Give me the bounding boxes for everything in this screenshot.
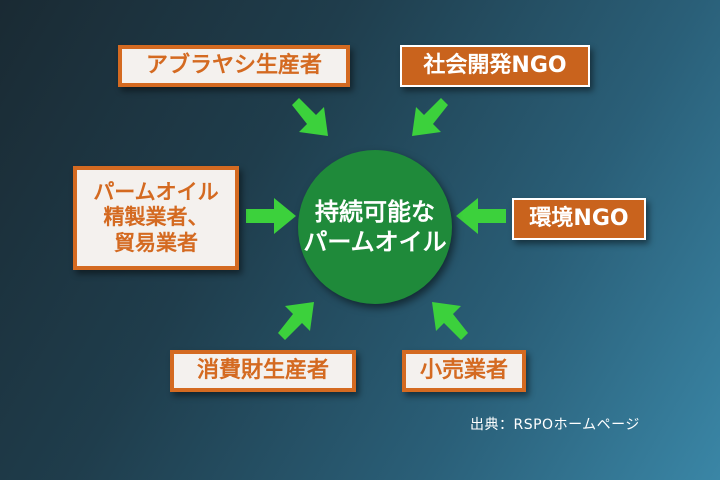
center-label: 持続可能な パームオイル — [303, 198, 447, 256]
stakeholder-social-ngo: 社会開発NGO — [400, 45, 590, 87]
stakeholder-palm-growers: アブラヤシ生産者 — [118, 45, 350, 87]
arrow-from-environmental-ngo — [456, 198, 506, 234]
stakeholder-label: 消費財生産者 — [196, 357, 329, 383]
stakeholder-label: パームオイル 精製業者、 貿易業者 — [93, 180, 219, 255]
stakeholder-retailers: 小売業者 — [402, 350, 526, 392]
arrow-from-retailers — [432, 302, 468, 340]
arrow-from-consumer-goods — [278, 302, 314, 340]
sustainable-palm-oil-circle: 持続可能な パームオイル — [298, 150, 452, 304]
stakeholder-label: アブラヤシ生産者 — [145, 52, 322, 78]
stakeholder-label: 社会開発NGO — [423, 52, 567, 78]
arrow-from-processors — [246, 198, 296, 234]
stakeholder-environmental-ngo: 環境NGO — [512, 198, 646, 240]
source-caption: 出典：RSPOホームページ — [470, 417, 640, 433]
stakeholder-processors-traders: パームオイル 精製業者、 貿易業者 — [73, 166, 239, 270]
arrow-from-palm-growers — [292, 98, 328, 136]
stakeholder-label: 小売業者 — [419, 357, 508, 383]
arrow-from-social-ngo — [412, 98, 448, 136]
stakeholder-label: 環境NGO — [529, 205, 629, 231]
stakeholder-consumer-goods: 消費財生産者 — [170, 350, 356, 392]
